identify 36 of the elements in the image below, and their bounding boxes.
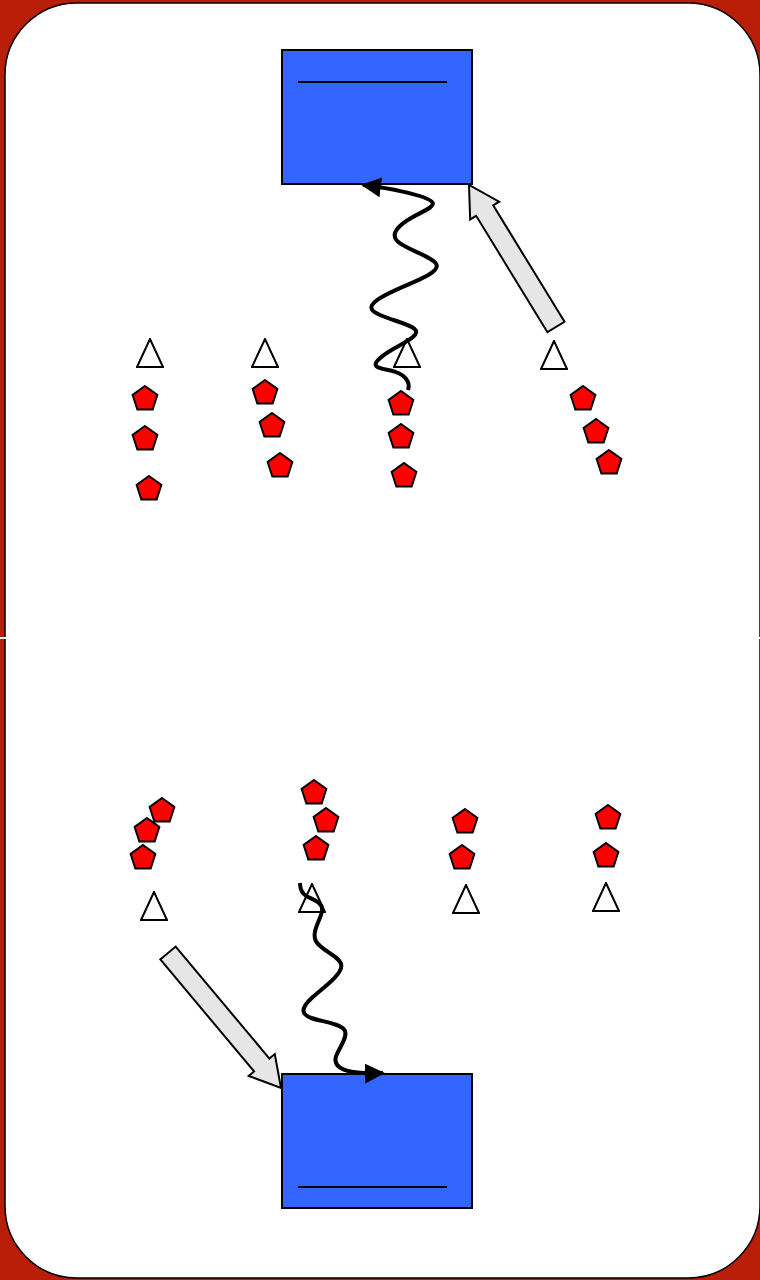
cone-marker: [251, 338, 279, 368]
wavy-arrow: [361, 177, 439, 391]
player-marker: [390, 462, 418, 488]
cone-marker: [298, 883, 326, 913]
player-marker: [387, 423, 415, 449]
player-marker: [266, 452, 294, 478]
cone-marker: [452, 884, 480, 914]
block-arrow: [467, 183, 566, 334]
player-marker: [592, 842, 620, 868]
player-marker: [251, 379, 279, 405]
player-marker: [448, 844, 476, 870]
player-marker: [131, 385, 159, 411]
cone-marker: [540, 340, 568, 370]
player-marker: [594, 804, 622, 830]
cone-marker: [136, 338, 164, 368]
cone-marker: [592, 882, 620, 912]
player-marker: [133, 817, 161, 843]
player-marker: [312, 807, 340, 833]
goal-box: [281, 49, 473, 185]
player-marker: [569, 385, 597, 411]
player-marker: [258, 412, 286, 438]
wavy-arrow: [298, 882, 385, 1084]
player-marker: [135, 475, 163, 501]
player-marker: [131, 425, 159, 451]
cone-marker: [393, 338, 421, 368]
player-marker: [148, 797, 176, 823]
player-marker: [129, 844, 157, 870]
player-marker: [595, 449, 623, 475]
block-arrow: [158, 945, 283, 1090]
player-marker: [302, 835, 330, 861]
player-marker: [582, 418, 610, 444]
goal-box: [281, 1073, 473, 1209]
player-marker: [300, 779, 328, 805]
cone-marker: [140, 891, 168, 921]
player-marker: [387, 390, 415, 416]
player-marker: [451, 808, 479, 834]
